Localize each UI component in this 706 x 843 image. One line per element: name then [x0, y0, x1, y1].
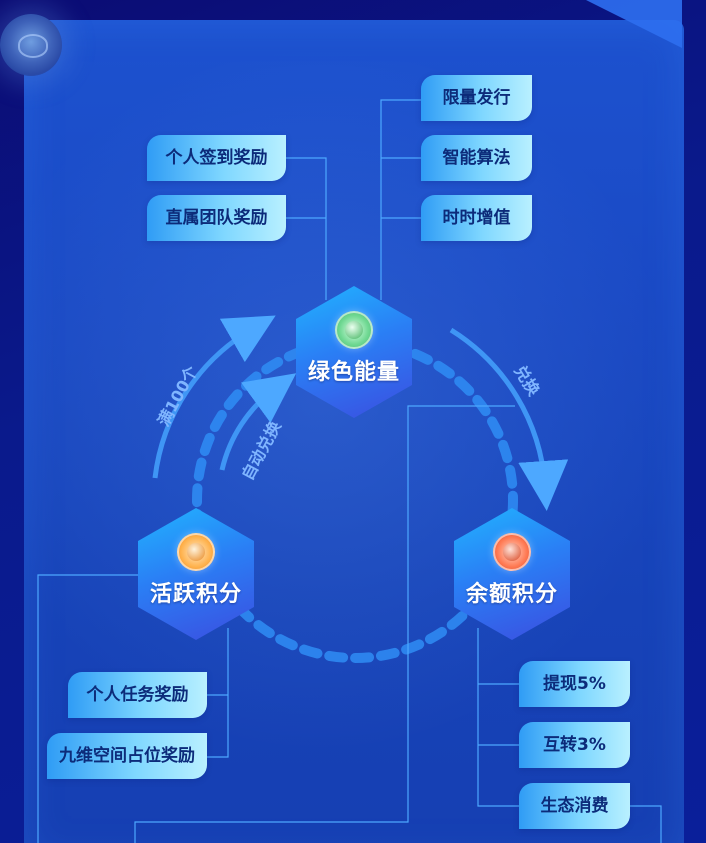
corner-decoration — [586, 0, 682, 48]
green-feature-connector — [380, 99, 421, 300]
full-100-arrow — [152, 315, 276, 479]
tag-eco-consumption: 生态消费 — [519, 783, 630, 829]
green-source-connector — [286, 157, 327, 300]
tag-transfer-3: 互转3% — [519, 722, 630, 768]
tag-nine-dimension-placement-reward: 九维空间占位奖励 — [47, 733, 207, 779]
green-energy-node — [296, 286, 412, 418]
tag-realtime-appreciation: 时时增值 — [421, 195, 532, 241]
active-source-connector — [207, 628, 229, 758]
balance-use-connector — [477, 628, 520, 807]
logo-icon — [0, 14, 62, 76]
green-coin-icon — [335, 311, 373, 349]
auto-exchange-arrow — [219, 373, 297, 471]
active-points-label: 活跃积分 — [149, 582, 242, 607]
tag-limited-issue: 限量发行 — [421, 75, 532, 121]
orange-coin-icon — [177, 533, 215, 571]
red-coin-icon — [493, 533, 531, 571]
tag-withdraw-5: 提现5% — [519, 661, 630, 707]
loop-connector — [134, 405, 515, 843]
green-energy-label: 绿色能量 — [307, 360, 400, 385]
tag-direct-team-reward: 直属团队奖励 — [147, 195, 286, 241]
tag-personal-task-reward: 个人任务奖励 — [68, 672, 207, 718]
tag-personal-checkin-reward: 个人签到奖励 — [147, 135, 286, 181]
balance-points-label: 余额积分 — [465, 582, 558, 607]
active-left-connector — [37, 574, 140, 843]
balance-right-connector — [630, 805, 662, 843]
tag-smart-algorithm: 智能算法 — [421, 135, 532, 181]
exchange-arrow — [449, 327, 569, 511]
